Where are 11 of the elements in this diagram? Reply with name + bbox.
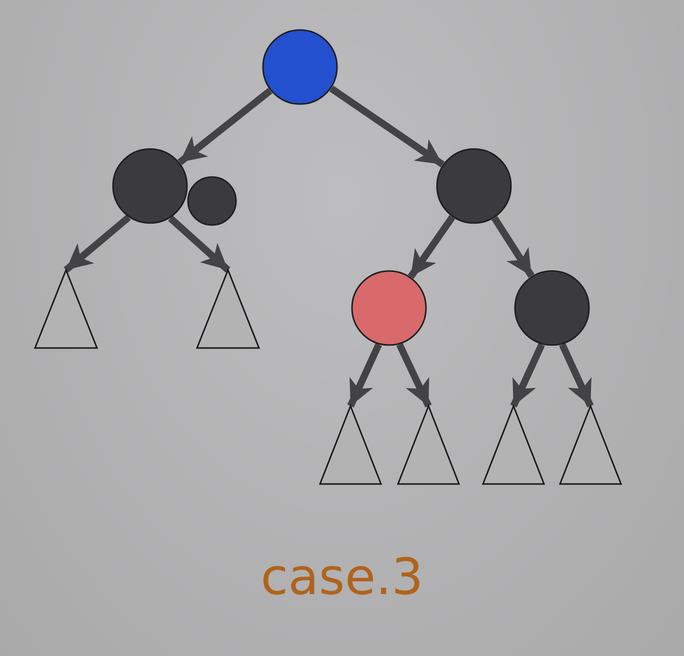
arrow: [408, 215, 456, 279]
arrow: [559, 343, 594, 408]
arrow: [64, 214, 131, 273]
arrow: [396, 343, 432, 408]
arrow: [347, 343, 382, 408]
arrow: [329, 86, 445, 168]
arrow: [492, 216, 534, 278]
arrow: [510, 343, 545, 408]
arrow: [178, 88, 272, 166]
caption: case.3: [260, 548, 424, 606]
arrow: [168, 215, 230, 273]
